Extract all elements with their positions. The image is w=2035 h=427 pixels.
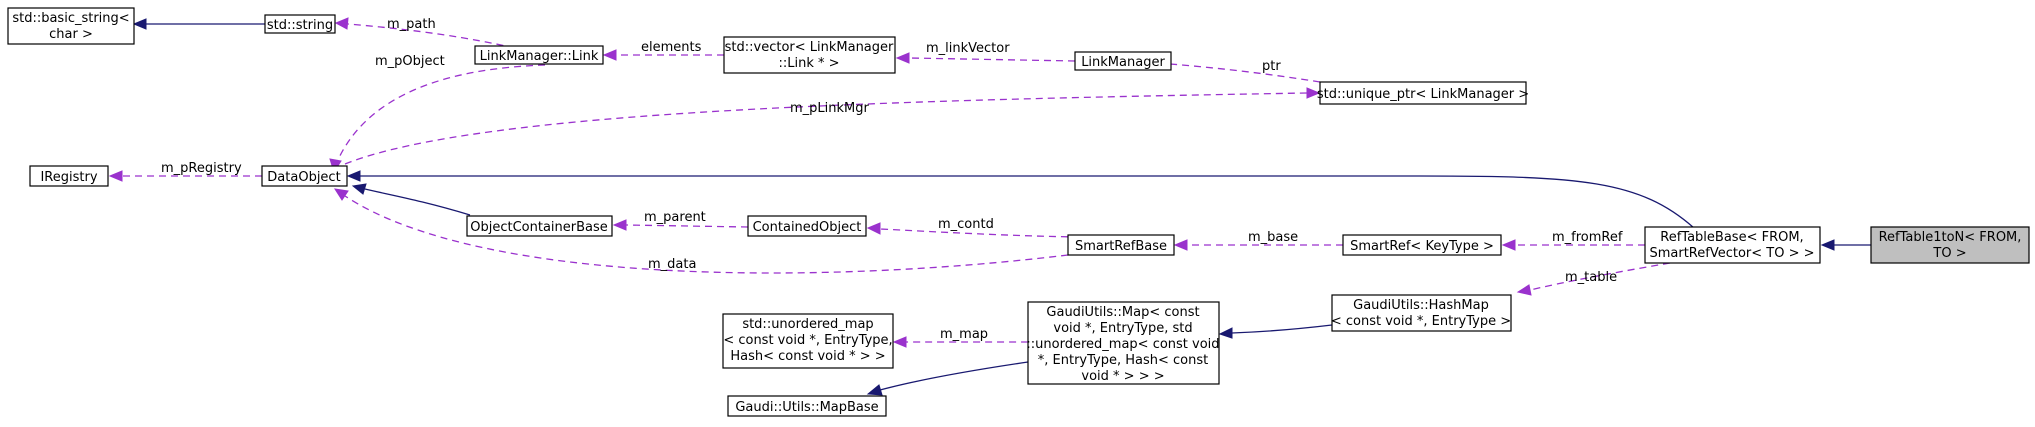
arrowhead-uniqueptr bbox=[1306, 87, 1321, 99]
node-gaudimap-line-4: *, EntryType, Hash< const bbox=[1038, 353, 1208, 368]
node-hashmap-line-2: < const void *, EntryType > bbox=[1331, 314, 1511, 329]
node-reftablebase[interactable]: RefTableBase< FROM, SmartRefVector< TO >… bbox=[1644, 226, 1821, 264]
node-basic-string[interactable]: std::basic_string< char > bbox=[7, 7, 135, 45]
edge-label-elements: elements bbox=[641, 40, 702, 55]
node-gaudimap-line-5: void * > > > bbox=[1081, 369, 1164, 384]
edge-reftablebase-dataobject bbox=[360, 175, 1695, 229]
edge-label-m-base: m_base bbox=[1248, 230, 1298, 245]
node-link[interactable]: LinkManager::Link bbox=[474, 45, 604, 65]
arrowhead-mapbase bbox=[866, 384, 883, 396]
edge-gaudimap-mapbase bbox=[879, 361, 1029, 391]
edge-reftablebase-hashmap bbox=[1529, 262, 1671, 291]
node-gaudimap-line-2: void *, EntryType, std bbox=[1053, 321, 1192, 336]
edge-label-m-data: m_data bbox=[648, 257, 696, 272]
node-objectcontainerbase[interactable]: ObjectContainerBase bbox=[466, 215, 613, 237]
node-unordered-map-line-2: < const void *, EntryType, bbox=[723, 333, 892, 348]
arrowhead-smartref bbox=[1501, 239, 1516, 251]
edge-label-m-pLinkMgr: m_pLinkMgr bbox=[790, 101, 870, 116]
node-reftableton-line-2: TO > bbox=[1932, 246, 1966, 261]
arrowhead-basic-string bbox=[132, 18, 147, 30]
arrowhead-link bbox=[602, 49, 617, 61]
node-reftableton[interactable]: RefTable1toN< FROM, TO > bbox=[1870, 226, 2030, 264]
edge-label-m-pRegistry: m_pRegistry bbox=[161, 161, 242, 176]
node-mapbase-line-1: Gaudi::Utils::MapBase bbox=[735, 400, 878, 415]
node-vector[interactable]: std::vector< LinkManager ::Link * > bbox=[723, 36, 896, 74]
node-unique-ptr[interactable]: std::unique_ptr< LinkManager > bbox=[1317, 81, 1529, 105]
arrowhead-iregistry bbox=[108, 170, 123, 182]
node-unordered-map[interactable]: std::unordered_map < const void *, Entry… bbox=[722, 313, 894, 369]
node-containedobject-line-1: ContainedObject bbox=[753, 220, 862, 235]
node-unordered-map-line-3: Hash< const void * > > bbox=[730, 349, 885, 364]
node-smartrefbase[interactable]: SmartRefBase bbox=[1067, 234, 1175, 256]
node-basic-string-line-1: std::basic_string< bbox=[12, 11, 129, 26]
node-smartref[interactable]: SmartRef< KeyType > bbox=[1342, 234, 1502, 256]
edge-link-string bbox=[347, 23, 516, 49]
arrowhead-hashmap bbox=[1516, 284, 1532, 296]
node-dataobject-line-1: DataObject bbox=[267, 170, 340, 185]
edge-smartrefbase-dataobject bbox=[344, 195, 1069, 274]
edge-label-m-parent: m_parent bbox=[644, 210, 706, 225]
edge-hashmap-gaudimap bbox=[1231, 324, 1333, 334]
node-iregistry[interactable]: IRegistry bbox=[29, 165, 109, 187]
node-hashmap-line-1: GaudiUtils::HashMap bbox=[1353, 298, 1489, 313]
node-dataobject[interactable]: DataObject bbox=[261, 165, 348, 187]
edge-linkmanager-vector bbox=[908, 57, 1076, 62]
arrowhead-ocb bbox=[612, 219, 627, 231]
node-string-line-1: std::string bbox=[267, 18, 333, 33]
edge-dataobject-link bbox=[336, 64, 546, 163]
edge-label-m-pObject: m_pObject bbox=[375, 54, 445, 69]
arrowhead-dataobject-rtb bbox=[346, 170, 361, 182]
node-basic-string-line-2: char > bbox=[49, 27, 93, 42]
node-vector-line-1: std::vector< LinkManager bbox=[725, 40, 894, 55]
edge-label-m-path: m_path bbox=[387, 17, 436, 32]
node-objectcontainerbase-line-1: ObjectContainerBase bbox=[470, 220, 608, 235]
node-gaudimap-line-1: GaudiUtils::Map< const bbox=[1046, 305, 1199, 320]
edge-containedobject-ocb bbox=[625, 224, 749, 228]
arrowhead-dataobject-ocb bbox=[351, 183, 367, 195]
node-string[interactable]: std::string bbox=[264, 14, 336, 34]
arrowhead-string bbox=[334, 17, 349, 30]
edge-smartrefbase-containedobject bbox=[879, 228, 1081, 238]
node-reftablebase-line-2: SmartRefVector< TO > > bbox=[1649, 246, 1814, 261]
node-hashmap[interactable]: GaudiUtils::HashMap < const void *, Entr… bbox=[1331, 294, 1512, 332]
edge-label-m-map: m_map bbox=[940, 327, 988, 342]
node-gaudimap[interactable]: GaudiUtils::Map< const void *, EntryType… bbox=[1026, 301, 1220, 385]
arrowhead-reftablebase bbox=[1820, 239, 1835, 251]
edge-label-ptr: ptr bbox=[1262, 59, 1281, 74]
node-containedobject[interactable]: ContainedObject bbox=[747, 215, 867, 237]
arrowhead-containedobject bbox=[866, 222, 881, 235]
node-linkmanager[interactable]: LinkManager bbox=[1074, 51, 1172, 71]
node-unordered-map-line-1: std::unordered_map bbox=[742, 317, 873, 332]
node-iregistry-line-1: IRegistry bbox=[40, 170, 97, 185]
arrowhead-smartrefbase bbox=[1173, 239, 1188, 251]
node-smartref-line-1: SmartRef< KeyType > bbox=[1350, 239, 1494, 254]
node-reftablebase-line-1: RefTableBase< FROM, bbox=[1660, 230, 1803, 245]
edge-label-m-linkVector: m_linkVector bbox=[926, 41, 1010, 56]
edge-ocb-dataobject bbox=[364, 188, 471, 216]
node-link-line-1: LinkManager::Link bbox=[480, 49, 599, 64]
edge-uniqueptr-linkmanager bbox=[1169, 63, 1321, 83]
node-mapbase[interactable]: Gaudi::Utils::MapBase bbox=[727, 395, 887, 417]
edge-label-m-contd: m_contd bbox=[938, 217, 994, 232]
arrowhead-unorderedmap bbox=[892, 336, 907, 348]
node-unique-ptr-line-1: std::unique_ptr< LinkManager > bbox=[1317, 87, 1529, 102]
node-gaudimap-line-3: ::unordered_map< const void bbox=[1026, 337, 1219, 352]
node-linkmanager-line-1: LinkManager bbox=[1081, 55, 1165, 70]
arrowhead-vector bbox=[895, 52, 910, 64]
edge-label-m-table: m_table bbox=[1565, 270, 1617, 285]
arrowhead-gaudimap-hashmap bbox=[1218, 327, 1233, 339]
node-reftableton-line-1: RefTable1toN< FROM, bbox=[1879, 230, 2022, 245]
node-smartrefbase-line-1: SmartRefBase bbox=[1075, 239, 1167, 254]
edge-label-m-fromRef: m_fromRef bbox=[1552, 230, 1623, 245]
node-vector-line-2: ::Link * > bbox=[778, 56, 839, 71]
arrowhead-dataobject-bottom bbox=[333, 188, 349, 201]
